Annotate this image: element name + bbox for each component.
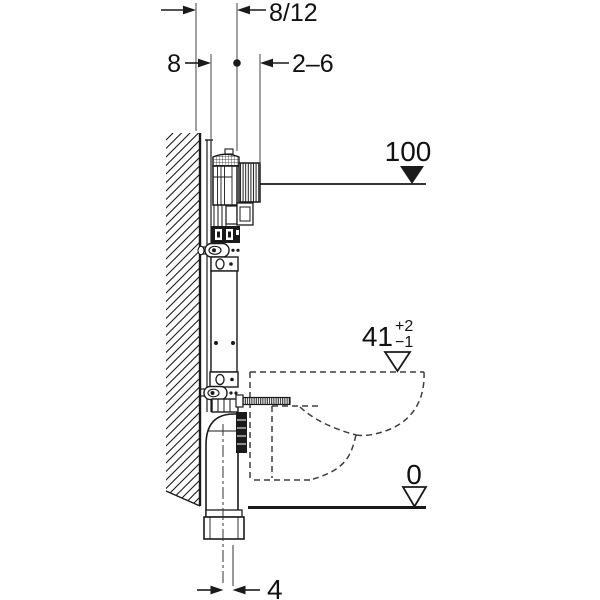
extension-lines — [195, 3, 261, 164]
frame-fixing-hole — [231, 341, 235, 345]
dimension-outlet-offset: 4 — [197, 574, 283, 600]
arrow-left-icon — [232, 585, 246, 595]
bowl-front-curve — [355, 371, 425, 437]
level-bowl-tol-plus: +2 — [395, 318, 413, 335]
socket-coupling — [203, 509, 245, 540]
cistern-cap — [212, 153, 240, 167]
bowl-inner-curve — [299, 406, 357, 436]
dimension-stub-length: 2–6 — [260, 50, 334, 78]
arrow-right-icon — [198, 58, 211, 68]
dim-stub-label: 2–6 — [292, 50, 334, 78]
arrow-left-icon — [260, 58, 273, 68]
frame-fixing-hole — [214, 341, 218, 345]
dimension-depth: 8/12 — [161, 0, 318, 27]
wall-section — [165, 133, 202, 507]
flush-bend-housing — [213, 202, 254, 226]
outlet-flange — [236, 412, 247, 453]
frame-mid-section — [210, 270, 238, 373]
arrow-right-icon — [210, 585, 224, 595]
wc-bowl-outline — [249, 371, 425, 481]
mounting-rod — [235, 394, 291, 408]
level-top-label: 100 — [385, 136, 432, 167]
level-bowl-tol-minus: −1 — [395, 334, 413, 351]
dim-outlet-label: 4 — [267, 574, 283, 600]
arrow-left-icon — [237, 5, 250, 15]
cistern — [212, 148, 254, 226]
wall-bottom-break-line — [165, 490, 201, 507]
level-triangle-open-icon — [401, 486, 428, 509]
dimension-frame-depth: 8 — [167, 50, 241, 78]
level-triangle-open-icon — [383, 351, 412, 373]
dim-depth-label: 8/12 — [269, 0, 318, 27]
pipe-clamp-lower — [199, 385, 238, 401]
fitting-box-lower — [209, 371, 239, 388]
level-marker-flush: 100 — [385, 136, 432, 184]
level-marker-bowl: 41 +2 −1 — [362, 318, 413, 373]
level-triangle-filled-icon — [400, 166, 424, 184]
arrow-right-icon — [183, 5, 196, 15]
dim-frame-label: 8 — [167, 50, 181, 78]
cistern-body — [212, 165, 238, 206]
flush-pipe-stub — [238, 162, 261, 203]
wall-hatch-area — [166, 133, 200, 506]
level-floor-label: 0 — [406, 459, 422, 490]
cistern-internal-lines — [213, 166, 233, 205]
frame-foot — [211, 398, 239, 413]
dimension-point — [233, 59, 241, 67]
level-bowl-label: 41 — [362, 321, 393, 352]
pipe-clamp-upper — [197, 242, 240, 258]
drain-bend-outer-edge — [205, 413, 247, 516]
fitting-box-upper — [210, 256, 239, 272]
cistern-cap-nub — [224, 148, 234, 155]
fill-valve-block — [211, 226, 240, 243]
bowl-back-curve — [309, 434, 357, 481]
drain-bend — [203, 412, 247, 586]
level-marker-floor: 0 — [401, 459, 428, 509]
